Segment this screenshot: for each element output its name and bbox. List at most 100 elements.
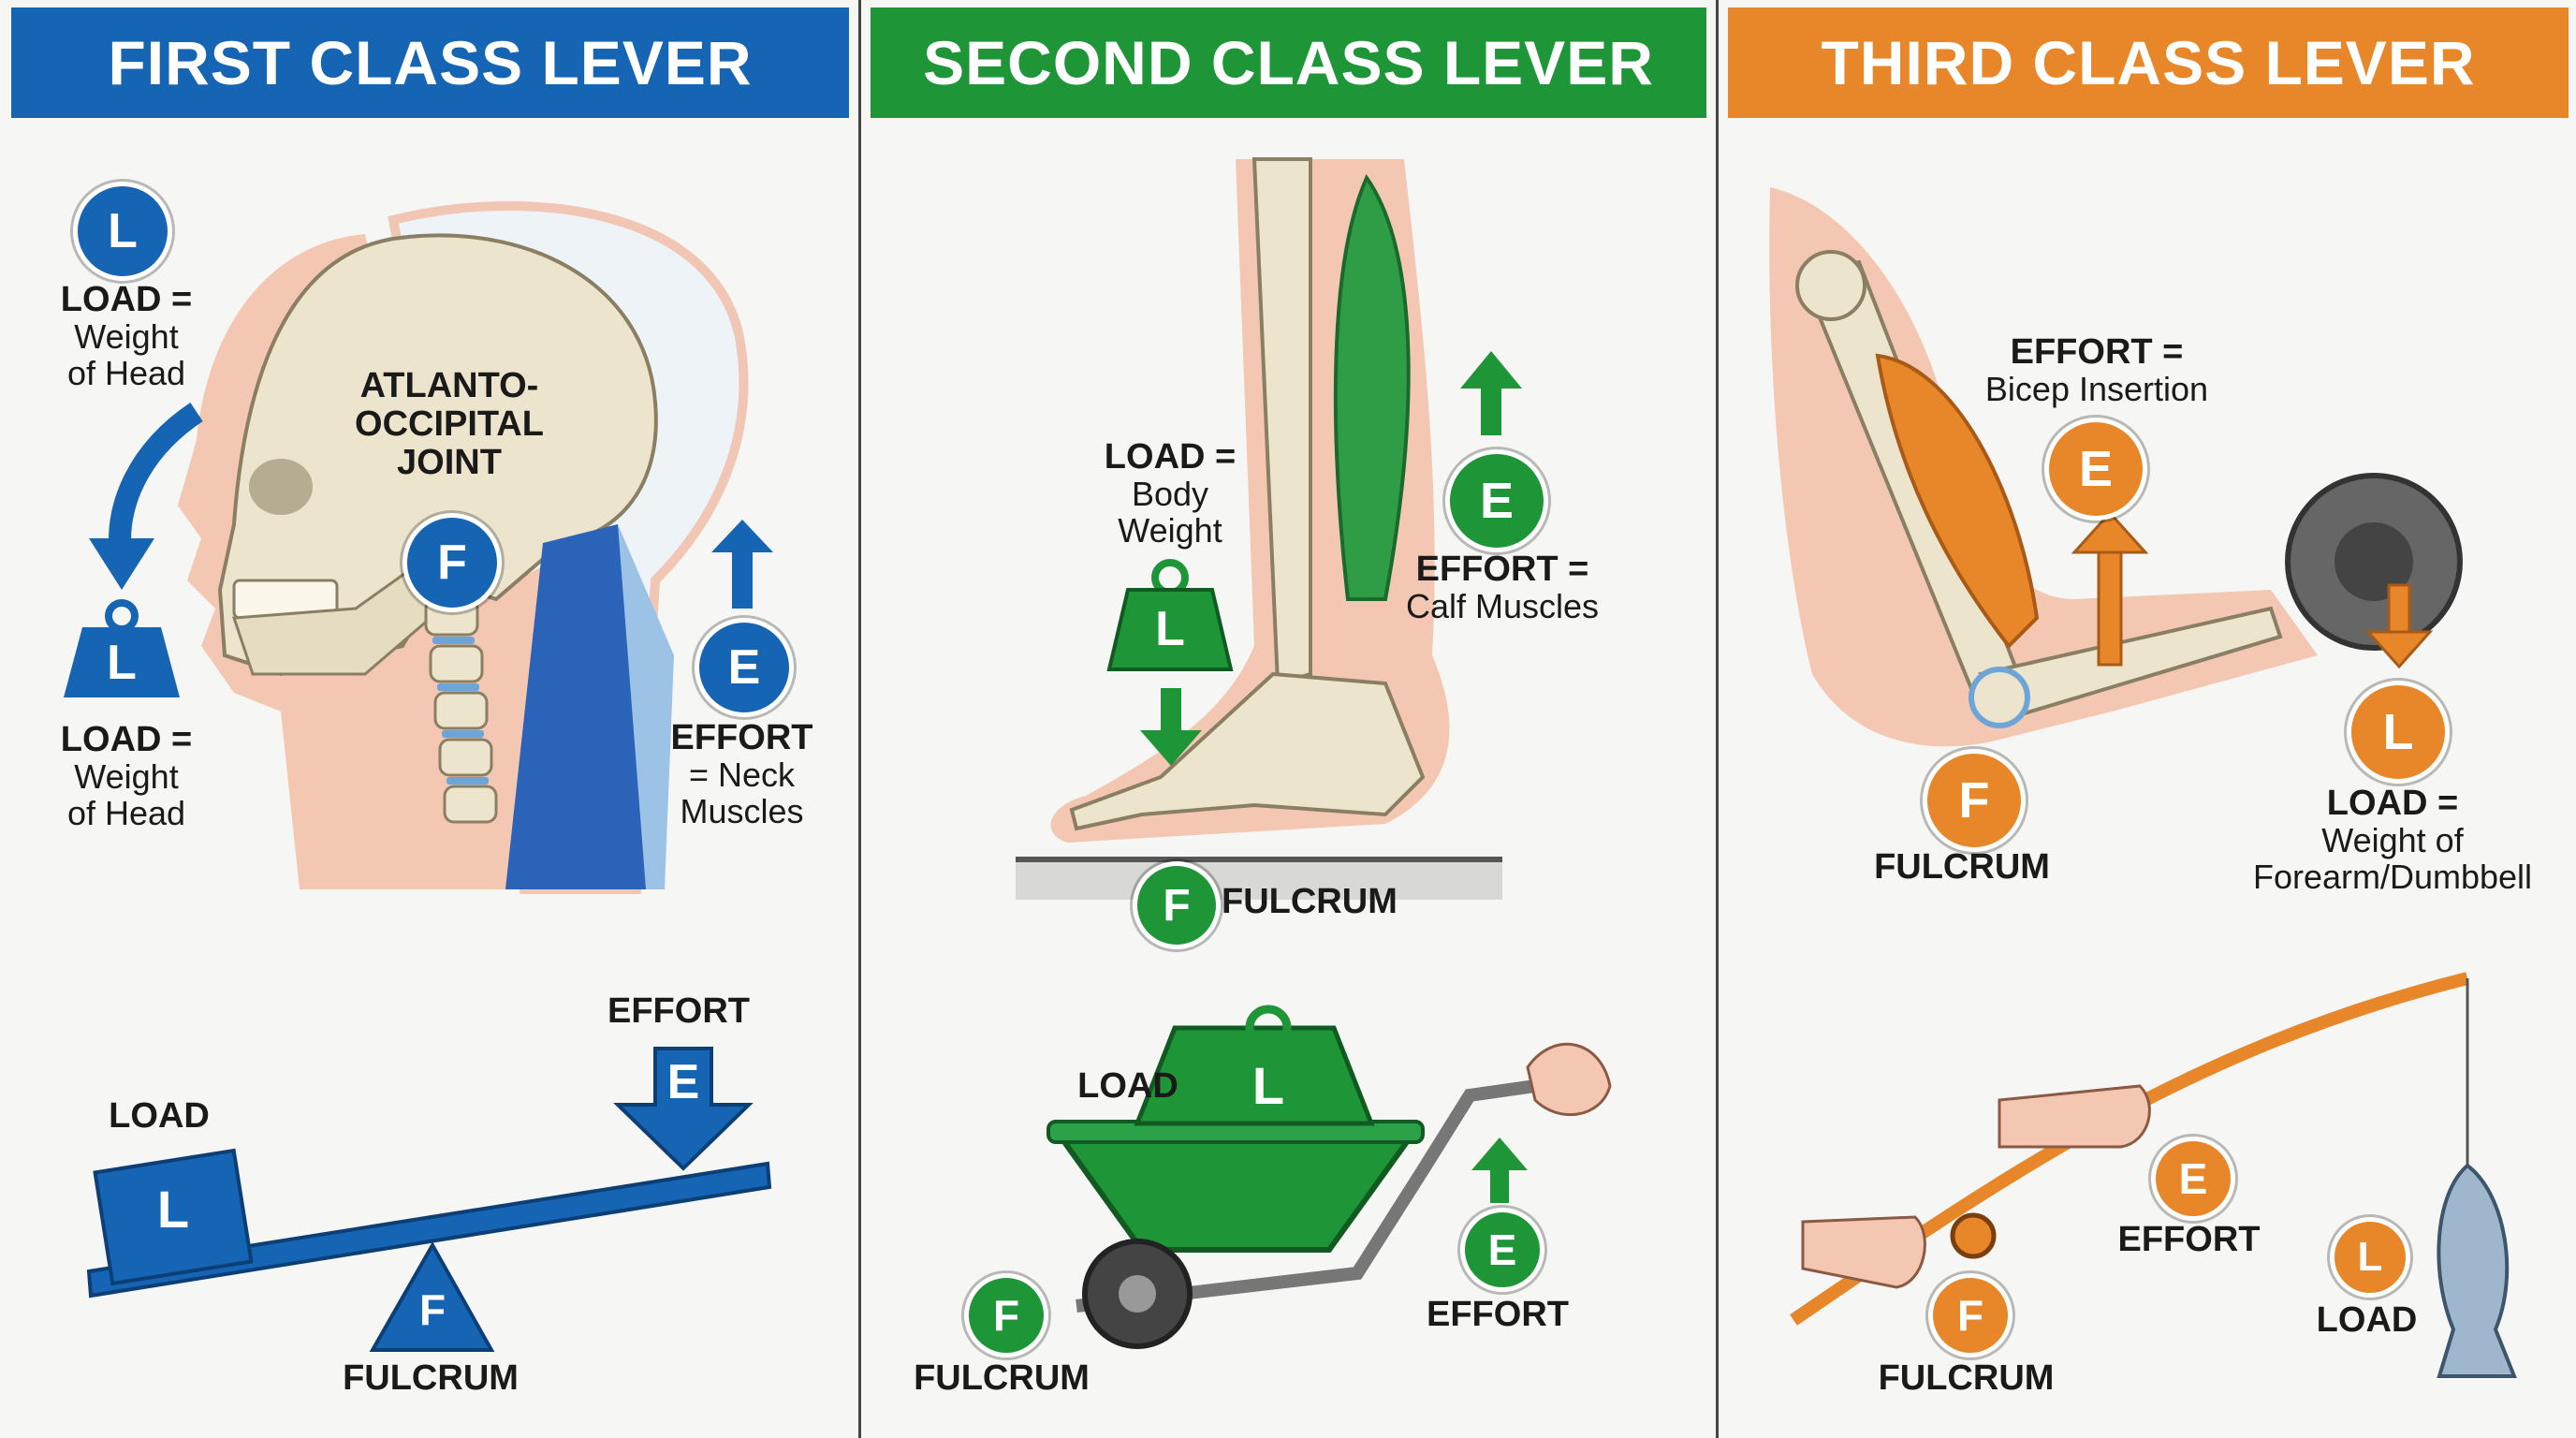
ground-line [1016,857,1502,862]
body-weight-label: LOAD = Body Weight [1104,437,1237,550]
load-badge-top: L [73,182,172,281]
wheelbarrow-effort-badge: E [1460,1208,1544,1292]
load-label-bottom: LOAD = Weight of Head [60,720,193,832]
fulcrum-badge-toes: F [1133,861,1221,949]
wheelbarrow-effort-head [1471,1137,1528,1170]
wheelbarrow-load-weight [1134,1025,1375,1126]
cervical-spine [424,597,498,824]
tibia [1251,157,1312,686]
foot-fulcrum-label: FULCRUM [1222,882,1398,921]
seesaw-effort-label: EFFORT [607,991,750,1031]
wheelbarrow-effort-label: EFFORT [1427,1295,1569,1334]
panel-title: SECOND CLASS LEVER [923,28,1654,97]
dumbbell-plate-inner [2334,522,2413,601]
panel-divider-right [1716,0,1719,1438]
seesaw-plank [86,1161,772,1299]
wheelbarrow-fulcrum-label: FULCRUM [914,1358,1090,1398]
banner-first-class: FIRST CLASS LEVER [11,7,849,118]
load-label-top: LOAD = Weight of Head [60,280,193,392]
effort-up-arrow-head [711,520,773,552]
arm-skin [1769,187,2318,747]
panel-first-class: FIRST CLASS LEVER [0,0,858,1438]
hand-front [1998,1084,2151,1149]
seesaw-fulcrum-letter: F [418,1285,446,1334]
wheelbarrow-hub [1119,1275,1156,1313]
panel-divider-left [858,0,861,1438]
wheelbarrow-load-letter: L [1251,1056,1285,1115]
wheelbarrow [1046,1005,1612,1349]
panel-title: FIRST CLASS LEVER [108,28,753,97]
body-weight-arrow-shaft [1161,688,1181,735]
fulcrum-badge-joint: F [402,513,502,612]
eye-socket [249,459,313,515]
calf-effort-label: EFFORT = Calf Muscles [1405,550,1600,626]
humerus-head [1795,250,1866,321]
panel-title: THIRD CLASS LEVER [1821,28,2476,97]
fish [2437,1163,2517,1378]
effort-label-neck: EFFORT = Neck Muscles [670,718,813,830]
fishing-reel [1950,1212,1997,1259]
dumbbell-load-arrow-shaft [2387,583,2411,638]
seesaw-effort-arrow [613,1047,754,1171]
rod-effort-badge: E [2151,1137,2235,1221]
seesaw-load-label: LOAD [109,1096,210,1136]
hand-back [1801,1215,1926,1289]
wheelbarrow-weight-ring [1245,1005,1292,1051]
neck-muscle-light [618,524,674,889]
effort-badge-neck: E [695,618,794,717]
second-class-illustration [1016,157,1612,1349]
wheelbarrow-tub [1052,1130,1419,1253]
wheelbarrow-effort-shaft [1490,1166,1509,1203]
bicep-muscle [1875,353,2040,650]
weight-letter: L [107,636,137,690]
panel-second-class: SECOND CLASS LEVER [861,0,1716,1438]
bicep-effort-label: EFFORT = Bicep Insertion [1984,332,2209,409]
hand [1526,1042,1612,1116]
calf-effort-arrow-head [1460,351,1522,389]
weight-icon-head [64,599,180,697]
first-class-illustration [64,200,773,1352]
ground-shadow [1016,862,1502,900]
fulcrum-badge-elbow: F [1923,749,2026,852]
seesaw-fulcrum [369,1240,495,1352]
banner-second-class: SECOND CLASS LEVER [871,7,1706,118]
rod-load-label: LOAD [2316,1300,2418,1340]
body-weight-letter: L [1155,602,1185,656]
elbow-fulcrum-label: FULCRUM [1874,847,2050,887]
seesaw-fulcrum-label: FULCRUM [343,1358,519,1398]
spinal-discs [432,637,489,785]
wheelbarrow-handle [1076,1079,1536,1313]
seesaw [86,1047,772,1352]
banner-third-class: THIRD CLASS LEVER [1728,7,2569,118]
body-weight-arrow-head [1140,730,1202,766]
calf-muscle [1333,173,1411,601]
rod-fulcrum-label: FULCRUM [1878,1358,2055,1398]
rod-fulcrum-badge: F [1928,1273,2012,1357]
weight-icon-body [1106,559,1234,671]
effort-badge-bicep: E [2044,418,2147,521]
neck-muscles [505,524,655,889]
panel-third-class: THIRD CLASS LEVER E L F [1719,0,2576,1438]
rod-effort-label: EFFORT [2117,1220,2261,1259]
load-badge-dumbbell: L [2347,681,2450,784]
curved-down-arrow-head [89,538,154,590]
wheelbarrow-load-label: LOAD [1077,1066,1178,1106]
foot-bones [1069,671,1426,831]
effort-badge-calf: E [1445,449,1548,552]
dumbbell-load-arrow-head [2364,630,2434,669]
effort-up-arrow-shaft [732,548,753,609]
seesaw-load-letter: L [156,1180,190,1239]
dumbbell-load-label: LOAD = Weight of Forearm/Dumbbell [2252,784,2533,896]
skull [217,233,658,677]
third-class-illustration [1769,187,2517,1378]
joint-label: ATLANTO- OCCIPITAL JOINT [355,366,544,483]
bicep-effort-arrow-head [2071,510,2149,554]
wheelbarrow-fulcrum-badge: F [964,1273,1048,1357]
calf-effort-arrow-shaft [1481,384,1501,435]
elbow-joint [1969,667,2030,728]
rod-load-badge: L [2330,1217,2410,1298]
seesaw-load-box [93,1148,254,1286]
seesaw-effort-letter: E [666,1055,700,1109]
fishing-rod [1790,972,2517,1378]
bicep-effort-arrow-shaft [2097,546,2123,667]
